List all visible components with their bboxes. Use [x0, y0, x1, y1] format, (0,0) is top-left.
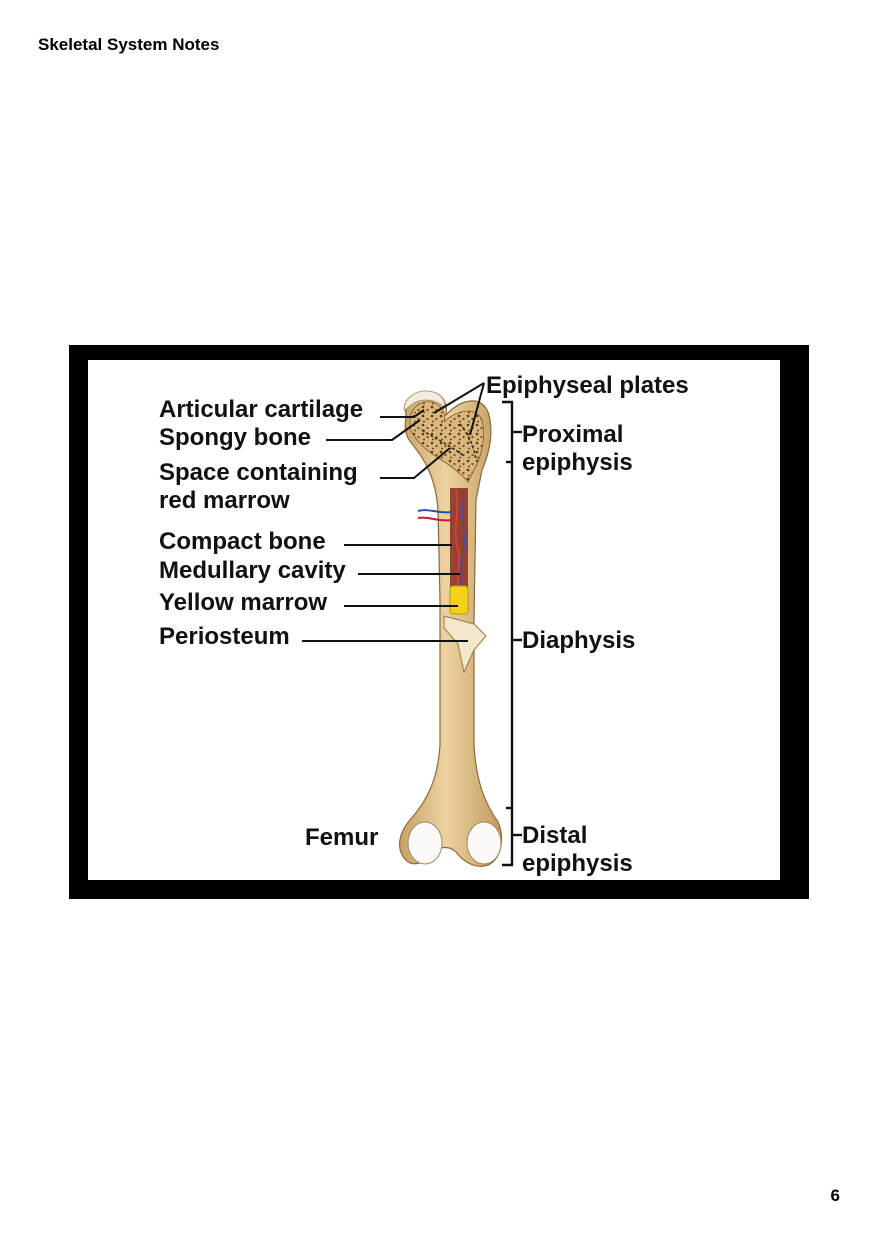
label-periosteum: Periosteum	[159, 623, 290, 650]
medullary-cavity	[450, 488, 468, 598]
femur-diagram: Epiphyseal plates Articular cartilage Sp…	[88, 360, 780, 880]
epiphyseal-plate-line	[421, 429, 465, 457]
label-medullary-cavity: Medullary cavity	[159, 557, 346, 584]
distal-condyle-left	[407, 821, 443, 865]
red-marrow-blood-vessel	[454, 489, 461, 597]
label-compact-bone: Compact bone	[159, 528, 326, 555]
articular-cartilage	[403, 390, 446, 411]
artery	[417, 516, 453, 522]
page-title: Skeletal System Notes	[38, 35, 220, 54]
label-distal-epiphysis: epiphysis	[522, 850, 633, 877]
label-distal: Distal	[522, 822, 587, 849]
distal-condyle-right	[466, 821, 502, 865]
label-proximal-epiphysis: epiphysis	[522, 449, 633, 476]
label-femur: Femur	[305, 824, 378, 851]
label-diaphysis: Diaphysis	[522, 627, 635, 654]
periosteum-flap	[443, 615, 487, 674]
label-space-containing: Space containing	[159, 459, 358, 486]
epiphyseal-plate-line	[459, 423, 477, 461]
vein	[417, 509, 453, 514]
femur-diagram-svg: Epiphyseal plates Articular cartilage Sp…	[159, 372, 689, 877]
label-epiphyseal-plates: Epiphyseal plates	[486, 372, 689, 399]
yellow-marrow	[449, 585, 469, 615]
page-number: 6	[830, 1186, 840, 1205]
femur-diagram-frame: Epiphyseal plates Articular cartilage Sp…	[69, 345, 809, 899]
label-spongy-bone: Spongy bone	[159, 424, 311, 451]
label-red-marrow: red marrow	[159, 487, 290, 514]
label-yellow-marrow: Yellow marrow	[159, 589, 327, 616]
label-proximal: Proximal	[522, 421, 623, 448]
label-articular-cartilage: Articular cartilage	[159, 396, 363, 423]
